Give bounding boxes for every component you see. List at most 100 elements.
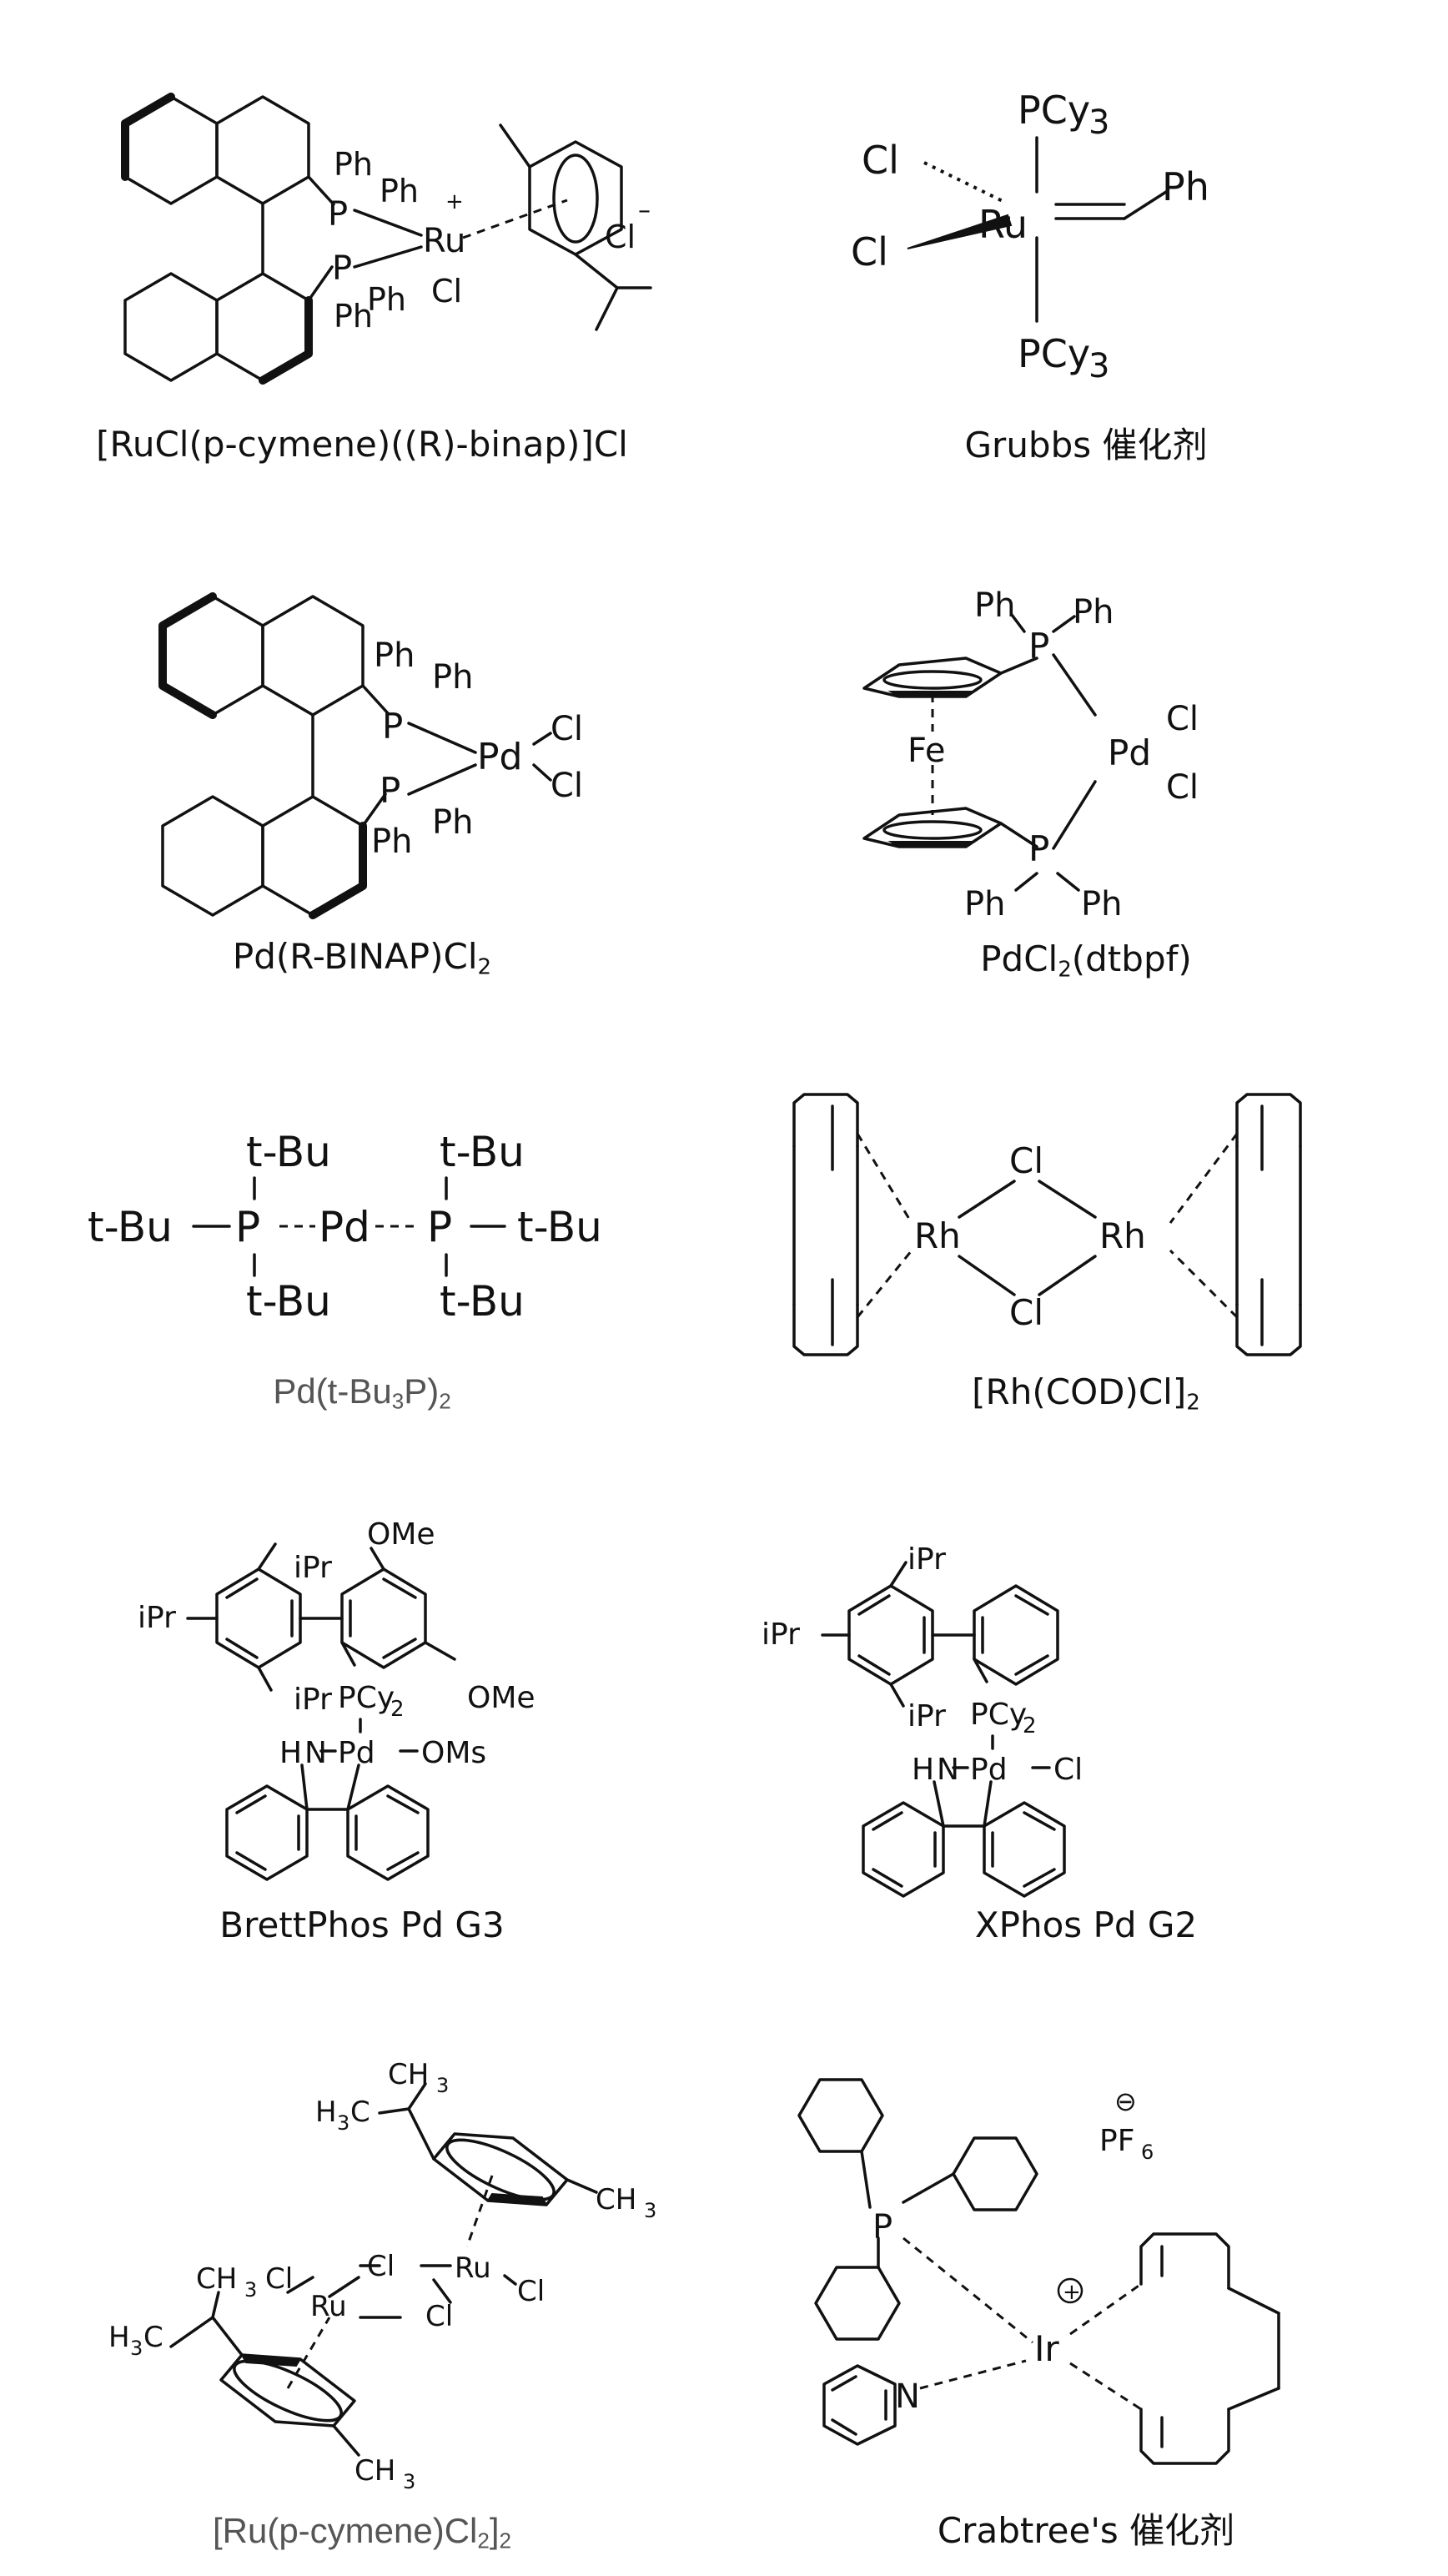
catalyst-ru-cymene-dimer: CH 3 H 3 C CH 3 Cl Ru Cl CH 3 Cl Ru Cl H… xyxy=(0,2058,724,2573)
structure-pd-binap: Ph Ph P Pd Cl Cl P Ph Ph xyxy=(158,592,583,919)
ph-label: Ph xyxy=(432,803,473,842)
ruthenium-label: Ru xyxy=(423,222,465,260)
subscript-label: 3 xyxy=(1089,103,1109,142)
ipr-label: iPr xyxy=(908,1542,946,1577)
catalyst-grubbs: PCy 3 Cl Ru Ph Cl PCy 3 Grubbs 催化剂 xyxy=(724,0,1448,515)
phosphorus-label: P xyxy=(328,195,348,234)
chloride-label: Cl xyxy=(1166,768,1199,807)
phosphorus-label: P xyxy=(427,1203,452,1251)
catalyst-rh-cod-cl-dimer: Cl Rh Rh Cl [Rh(COD)Cl]2 xyxy=(724,1029,1448,1544)
chloride-counterion-label: Cl xyxy=(605,219,636,255)
catalyst-caption: [Ru(p-cymene)Cl2]2 xyxy=(212,2511,512,2553)
structure-ru-cymene-dimer: CH 3 H 3 C CH 3 Cl Ru Cl CH 3 Cl Ru Cl H… xyxy=(108,2058,656,2493)
catalyst-caption: Crabtree's 催化剂 xyxy=(937,2510,1235,2551)
ph-label: Ph xyxy=(380,173,419,209)
amine-label: N xyxy=(304,1736,327,1770)
ipr-label: iPr xyxy=(138,1601,176,1635)
ipr-label: iPr xyxy=(908,1699,946,1733)
catalyst-caption: [Rh(COD)Cl]2 xyxy=(972,1371,1200,1416)
methyl-label: CH xyxy=(388,2058,429,2091)
ph-label: Ph xyxy=(974,586,1015,625)
amine-label: H xyxy=(279,1736,302,1770)
iridium-label: Ir xyxy=(1034,2328,1059,2369)
pyridine-nitrogen-label: N xyxy=(895,2377,920,2416)
minus-charge: – xyxy=(638,196,651,225)
methyl-label: CH xyxy=(196,2262,237,2296)
chloride-label: Cl xyxy=(1009,1292,1043,1333)
ph-label: Ph xyxy=(334,146,373,183)
palladium-label: Pd xyxy=(477,736,522,778)
phosphorus-label: P xyxy=(380,770,400,811)
chloride-label: Cl xyxy=(517,2275,545,2308)
methyl-label: CH xyxy=(354,2454,395,2488)
ph-label: Ph xyxy=(432,658,473,697)
catalyst-xphos-pd-g2: iPr iPr iPr PCy 2 H N Pd Cl XPhos Pd G2 xyxy=(724,1542,1448,2059)
phosphorus-label: P xyxy=(382,706,403,747)
subscript-label: 6 xyxy=(1141,2141,1154,2164)
tbu-label: t-Bu xyxy=(440,1277,525,1326)
pcy3-ligand-label: PCy xyxy=(1018,88,1090,133)
methyl-label: CH xyxy=(596,2183,636,2216)
subscript-label: 2 xyxy=(1023,1713,1037,1738)
catalyst-caption: XPhos Pd G2 xyxy=(974,1904,1198,1945)
ph-label: Ph xyxy=(1073,593,1114,631)
structure-crabtree: P ⊖ PF 6 + Ir N xyxy=(797,2078,1280,2465)
catalyst-crabtree: P ⊖ PF 6 + Ir N Crabtree's 催化剂 xyxy=(724,2059,1448,2573)
tbu-label: t-Bu xyxy=(246,1128,331,1176)
ph-label: Ph xyxy=(1081,885,1122,923)
structure-grubbs: PCy 3 Cl Ru Ph Cl PCy 3 xyxy=(851,88,1209,385)
catalyst-caption: Grubbs 催化剂 xyxy=(964,425,1208,465)
catalyst-caption: PdCl2(dtbpf) xyxy=(980,938,1192,983)
structure-pd-tbu3p: t-Bu t-Bu P Pd t-Bu t-Bu P t-Bu t-Bu xyxy=(88,1128,602,1326)
palladium-label: Pd xyxy=(970,1753,1008,1787)
iron-label: Fe xyxy=(908,732,945,770)
minus-charge: ⊖ xyxy=(1114,2085,1137,2117)
chloride-label: Cl xyxy=(551,710,583,748)
structure-rh-cod-cl-dimer: Cl Rh Rh Cl xyxy=(792,1093,1302,1356)
chloride-label: Cl xyxy=(851,229,888,274)
pcy2-label: PCy xyxy=(338,1681,395,1715)
phenyl-label: Ph xyxy=(1162,164,1209,209)
phosphorus-label: P xyxy=(235,1203,260,1251)
ipr-label: iPr xyxy=(294,1551,332,1585)
chloride-label: Cl xyxy=(431,273,462,309)
structure-pdcl2-dtbpf: Ph Ph P Fe Pd Cl Cl P Ph Ph xyxy=(862,586,1199,923)
catalyst-pd-binap: Ph Ph P Pd Cl Cl P Ph Ph Pd(R-BINAP)Cl2 xyxy=(0,515,724,1029)
plus-charge-circle xyxy=(1057,2277,1083,2304)
phosphorus-label: P xyxy=(1028,626,1049,667)
tbu-label: t-Bu xyxy=(246,1277,331,1326)
tbu-label: t-Bu xyxy=(88,1203,173,1251)
phosphorus-label: P xyxy=(332,249,352,288)
methyl-label: C xyxy=(350,2096,370,2129)
chloride-label: Cl xyxy=(425,2300,453,2333)
amine-label: N xyxy=(937,1753,959,1787)
subscript-label: 3 xyxy=(130,2337,143,2360)
ipr-label: iPr xyxy=(762,1618,800,1652)
chloride-label: Cl xyxy=(1166,700,1199,738)
catalyst-ru-binap-cymene: Ph Ph P + Ru P Ph Ph Cl Cl – [RuCl(p-cym… xyxy=(0,0,724,515)
pcy3-ligand-label: PCy xyxy=(1018,331,1090,376)
methoxy-label: OMe xyxy=(467,1681,535,1715)
amine-label: H xyxy=(912,1753,934,1787)
subscript-label: 3 xyxy=(337,2111,349,2135)
ruthenium-label: Ru xyxy=(455,2251,491,2285)
ph-label: Ph xyxy=(334,298,373,335)
palladium-label: Pd xyxy=(319,1203,370,1251)
methyl-label: C xyxy=(143,2321,163,2354)
subscript-label: 2 xyxy=(390,1697,405,1722)
chloride-label: Cl xyxy=(265,2262,293,2296)
chloride-label: Cl xyxy=(551,767,583,805)
tbu-label: t-Bu xyxy=(517,1203,602,1251)
catalyst-caption: Pd(t-Bu3P)2 xyxy=(273,1371,451,1414)
tbu-label: t-Bu xyxy=(440,1128,525,1176)
structure-ru-binap-cymene: Ph Ph P + Ru P Ph Ph Cl Cl – xyxy=(121,93,652,385)
catalyst-caption: BrettPhos Pd G3 xyxy=(219,1904,505,1945)
ph-label: Ph xyxy=(371,823,412,861)
plus-charge: + xyxy=(445,189,464,214)
chloride-label: Cl xyxy=(862,138,899,183)
catalyst-caption: Pd(R-BINAP)Cl2 xyxy=(232,936,492,980)
hexafluorophosphate-label: PF xyxy=(1099,2124,1134,2158)
pcy2-label: PCy xyxy=(970,1698,1027,1732)
ruthenium-label: Ru xyxy=(978,202,1028,247)
methoxy-label: OMe xyxy=(367,1517,435,1552)
